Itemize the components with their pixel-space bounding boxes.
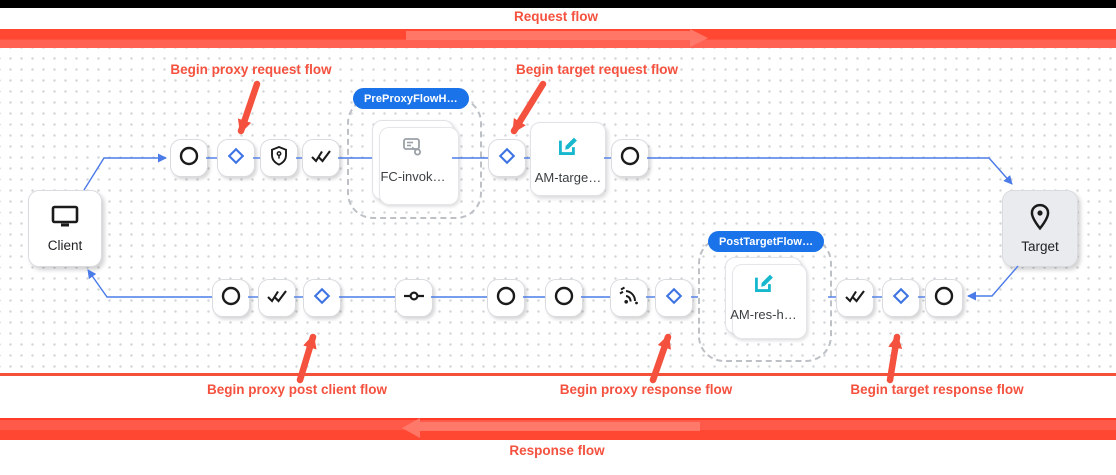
response-step-node-1[interactable] — [487, 279, 525, 317]
am-target-policy-card[interactable]: AM-targe… — [530, 122, 606, 196]
diamond-icon — [497, 146, 517, 171]
response-flow-divider-line — [0, 373, 1116, 376]
double-check-icon — [843, 286, 867, 311]
begin-proxy-post-client-label: Begin proxy post client flow — [206, 382, 388, 397]
circle-icon — [933, 285, 955, 312]
post-client-verify-node[interactable] — [258, 279, 296, 317]
am-response-policy-card[interactable]: AM-res-h… — [725, 257, 807, 339]
target-request-condition-node[interactable] — [488, 139, 526, 177]
fc-invoke-policy-card[interactable]: FC-invok… — [372, 120, 459, 205]
circle-icon — [495, 285, 517, 312]
response-step-node-2[interactable] — [545, 279, 583, 317]
am-target-label: AM-targe… — [534, 170, 602, 185]
commit-node-icon — [402, 286, 426, 311]
post-client-condition-node[interactable] — [303, 279, 341, 317]
proxy-response-condition-node[interactable] — [655, 279, 693, 317]
edit-square-icon — [751, 270, 777, 299]
response-flow-arrowhead — [402, 418, 420, 438]
security-policy-node[interactable] — [260, 139, 298, 177]
proxy-request-condition-node[interactable] — [217, 139, 255, 177]
am-response-label: AM-res-h… — [730, 306, 797, 322]
post-target-flow-badge[interactable]: PostTargetFlow… — [708, 231, 825, 252]
target-response-condition-node[interactable] — [882, 279, 920, 317]
diagram-canvas — [0, 48, 1116, 373]
diamond-icon — [226, 146, 246, 171]
request-flow-banner-label: Request flow — [513, 9, 599, 24]
post-client-step-node[interactable] — [212, 279, 250, 317]
circle-icon — [619, 145, 641, 172]
circle-icon — [178, 145, 200, 172]
place-pin-icon — [1027, 203, 1053, 234]
fc-invoke-label: FC-invok… — [380, 169, 446, 184]
target-request-step-node[interactable] — [611, 139, 649, 177]
diamond-icon — [891, 286, 911, 311]
client-node[interactable]: Client — [28, 190, 102, 267]
client-label: Client — [47, 238, 83, 253]
begin-proxy-response-label: Begin proxy response flow — [559, 382, 733, 397]
request-flow-arrow — [406, 31, 690, 40]
target-node[interactable]: Target — [1002, 190, 1078, 267]
diamond-icon — [312, 286, 332, 311]
route-node[interactable] — [395, 279, 433, 317]
begin-target-response-label: Begin target response flow — [850, 382, 1024, 397]
target-response-step-node[interactable] — [925, 279, 963, 317]
request-step-node[interactable] — [170, 139, 208, 177]
broadcast-policy-node[interactable] — [610, 279, 648, 317]
shield-key-icon — [268, 145, 290, 172]
circle-icon — [220, 285, 242, 312]
response-flow-band — [0, 418, 1116, 440]
target-label: Target — [1021, 239, 1059, 254]
signal-waves-icon — [617, 285, 641, 312]
request-flow-band — [0, 29, 1116, 48]
pre-proxy-flow-badge[interactable]: PreProxyFlowH… — [353, 88, 469, 109]
double-check-icon — [265, 286, 289, 311]
request-flow-arrowhead — [690, 29, 708, 47]
double-check-icon — [309, 146, 333, 171]
monitor-icon — [50, 204, 80, 233]
edit-square-icon — [555, 133, 581, 162]
circle-icon — [553, 285, 575, 312]
diamond-icon — [664, 286, 684, 311]
flow-callout-icon — [401, 136, 425, 161]
response-flow-arrow — [420, 422, 700, 431]
response-flow-banner-label: Response flow — [509, 443, 605, 458]
top-border-bar — [0, 0, 1116, 8]
target-response-verify-node[interactable] — [836, 279, 874, 317]
verify-policy-node[interactable] — [302, 139, 340, 177]
